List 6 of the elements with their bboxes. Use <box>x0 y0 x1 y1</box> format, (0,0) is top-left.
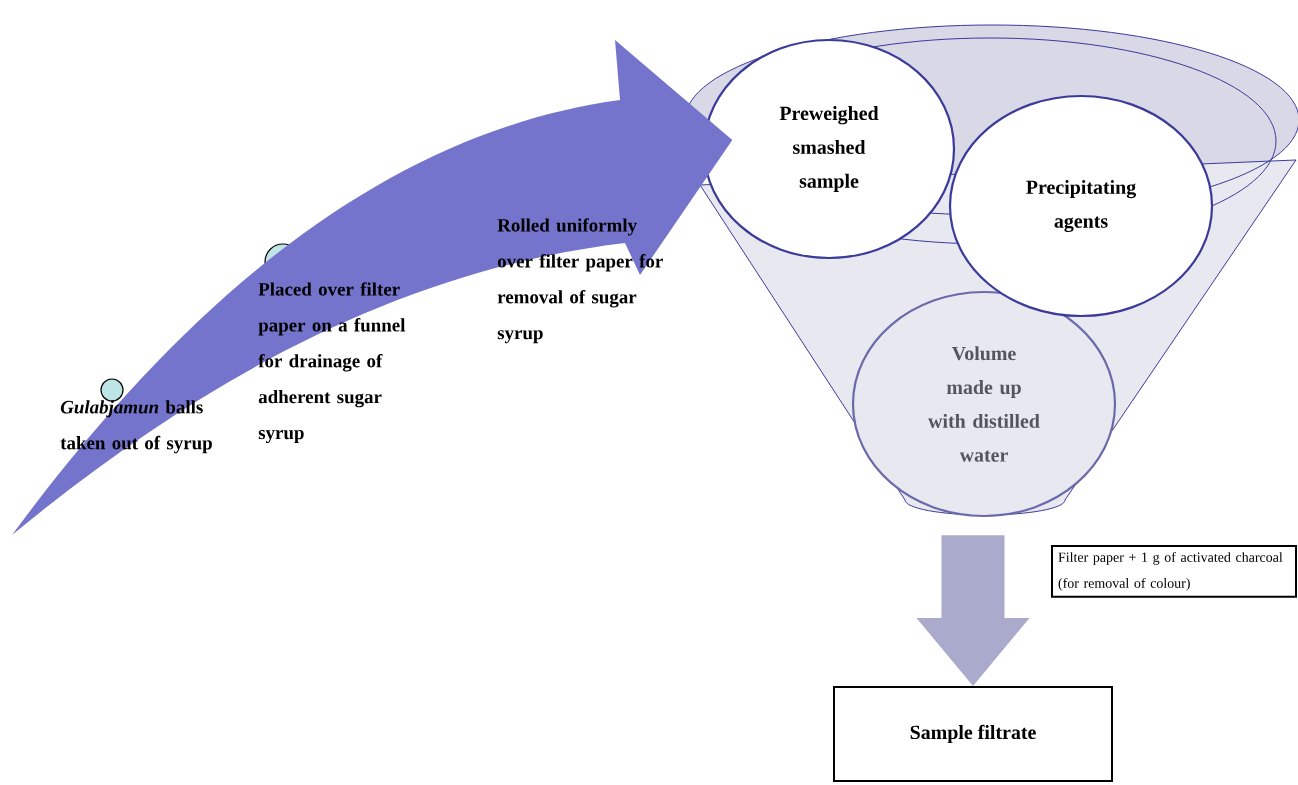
note-box: Filter paper + 1 g of activated charcoal (for removal of colour) <box>1051 545 1297 598</box>
step-text: Rolled uniformly over filter paper for removal of sugar syrup <box>497 218 663 344</box>
block-arrow <box>916 535 1030 686</box>
result-box: Sample filtrate <box>833 686 1113 782</box>
step-text: Placed over filter paper on a funnel for drainage of adherent sugar syrup <box>258 282 406 444</box>
curved-arrow <box>12 40 733 535</box>
